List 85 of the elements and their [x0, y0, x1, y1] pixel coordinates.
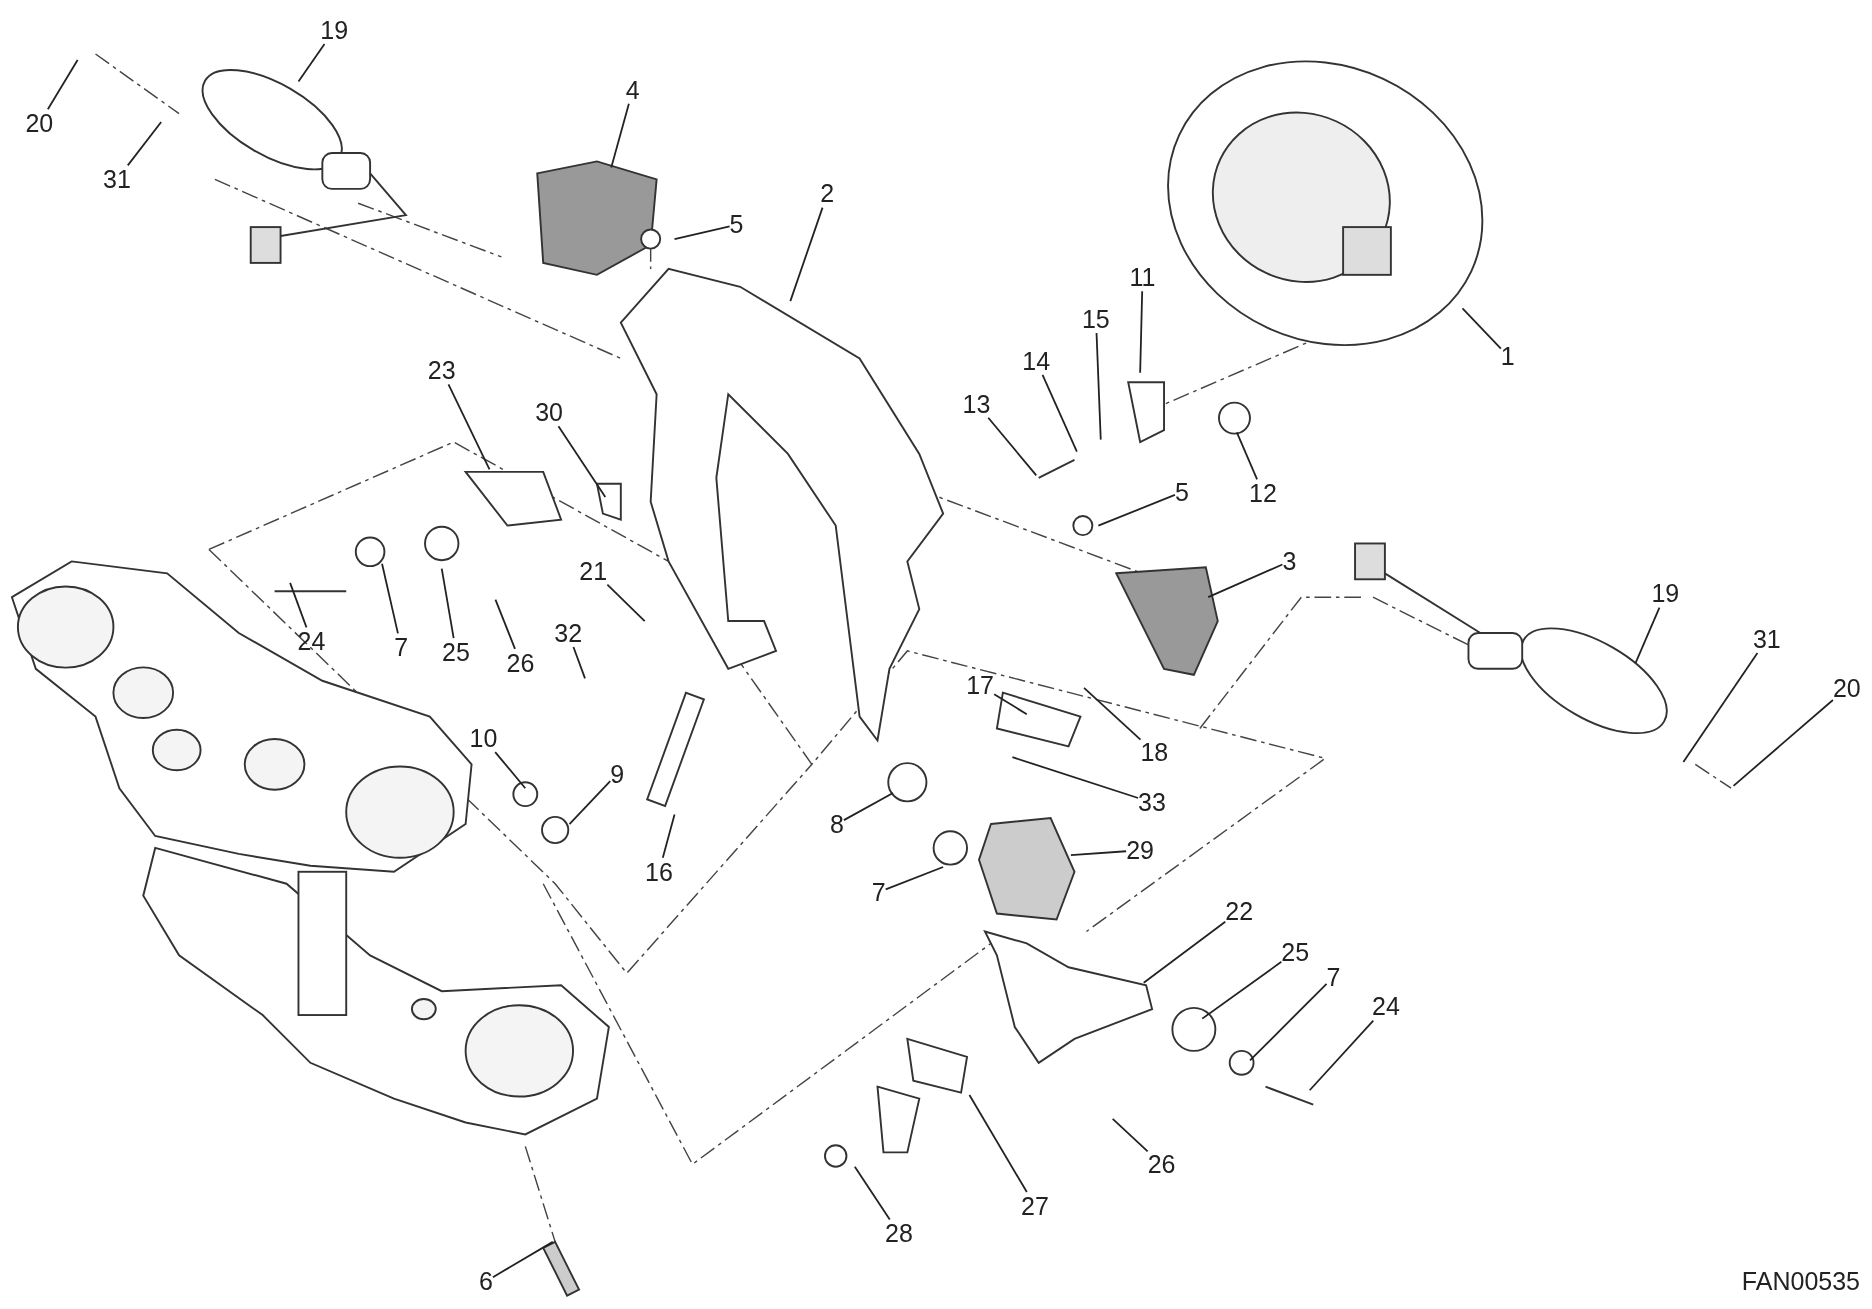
leader-line — [494, 598, 516, 650]
callout-number: 11 — [1129, 262, 1156, 291]
callout-number: 12 — [1249, 479, 1277, 508]
callout-number: 20 — [25, 108, 54, 137]
leader-line — [494, 751, 527, 790]
leader-line — [1201, 960, 1283, 1020]
callout-number: 7 — [394, 633, 409, 662]
leader-line — [1634, 606, 1661, 664]
callout-number: 2 — [820, 179, 835, 208]
callout-number: 23 — [427, 356, 456, 385]
callout-number: 29 — [1126, 836, 1154, 865]
leader-line — [447, 383, 491, 471]
callout-number: 17 — [966, 671, 994, 700]
callout-number: 32 — [554, 618, 583, 647]
callout-number: 25 — [1281, 937, 1310, 966]
callout-number: 3 — [1282, 547, 1297, 576]
leader-line — [297, 43, 326, 83]
callout-number: 24 — [1372, 992, 1400, 1021]
leader-line — [289, 581, 308, 629]
callout-number: 15 — [1081, 304, 1110, 333]
callout-number: 6 — [478, 1267, 493, 1295]
leader-line — [1308, 1019, 1375, 1092]
leader-line — [572, 646, 586, 680]
leader-line — [1461, 307, 1502, 350]
leader-line — [606, 583, 646, 622]
leader-line — [993, 693, 1028, 716]
callout-number: 10 — [469, 723, 498, 752]
leader-line — [126, 121, 163, 167]
leader-line — [568, 780, 612, 825]
callout-number: 1 — [1500, 341, 1515, 370]
leader-line — [1139, 290, 1144, 374]
leader-line — [1095, 332, 1102, 441]
leader-line — [1097, 494, 1176, 527]
leader-line — [1732, 699, 1834, 787]
callout-number: 7 — [1326, 962, 1341, 991]
leader-line — [673, 225, 731, 240]
callout-number: 8 — [829, 809, 844, 838]
callout-number: 5 — [729, 210, 744, 239]
leader-line — [843, 792, 894, 822]
leader-line — [1011, 756, 1139, 799]
leader-line — [1249, 982, 1328, 1062]
callout-number: 24 — [297, 627, 326, 656]
callout-number: 28 — [885, 1219, 913, 1248]
leader-line — [440, 567, 455, 639]
leader-line — [381, 562, 399, 635]
leader-line — [557, 425, 607, 498]
leader-line — [789, 206, 824, 302]
leader-line — [492, 1241, 554, 1279]
leader-line — [1682, 652, 1759, 763]
callout-number: 9 — [610, 759, 625, 788]
leader-line — [884, 866, 945, 891]
leader-line — [1207, 563, 1284, 599]
leader-line — [1142, 920, 1227, 984]
callout-number: 18 — [1140, 738, 1169, 767]
callout-number: 14 — [1022, 346, 1051, 375]
leader-line — [853, 1165, 891, 1221]
callout-number: 13 — [962, 389, 991, 418]
callout-number: 20 — [1832, 673, 1861, 702]
callout-number: 22 — [1225, 896, 1254, 925]
callout-number: 31 — [103, 165, 131, 194]
callout-number: 30 — [535, 397, 563, 426]
callout-number: 16 — [645, 857, 673, 886]
callout-number: 26 — [1147, 1150, 1176, 1178]
leader-line — [46, 59, 79, 111]
callout-number: 21 — [579, 556, 608, 585]
callout-number: 26 — [506, 648, 535, 677]
leader-line — [1111, 1118, 1149, 1153]
callout-number: 27 — [1021, 1191, 1049, 1220]
callout-number: 5 — [1174, 477, 1189, 506]
callout-number: 25 — [442, 637, 470, 666]
leader-line — [661, 813, 676, 859]
callout-number: 19 — [1651, 579, 1680, 608]
leader-line — [968, 1094, 1028, 1193]
callout-number: 19 — [320, 15, 349, 44]
callout-number: 33 — [1138, 788, 1166, 817]
leader-line — [1235, 431, 1258, 481]
leader-line — [1070, 850, 1128, 856]
leader-line — [610, 102, 630, 169]
leader-line — [987, 416, 1038, 477]
leader-line — [1083, 687, 1142, 741]
leader-line — [1041, 373, 1078, 453]
callout-number: 4 — [625, 75, 640, 104]
callout-number: 31 — [1752, 624, 1781, 653]
drawing-code: FAN00535 — [1741, 1267, 1860, 1295]
callout-number: 7 — [871, 877, 886, 906]
